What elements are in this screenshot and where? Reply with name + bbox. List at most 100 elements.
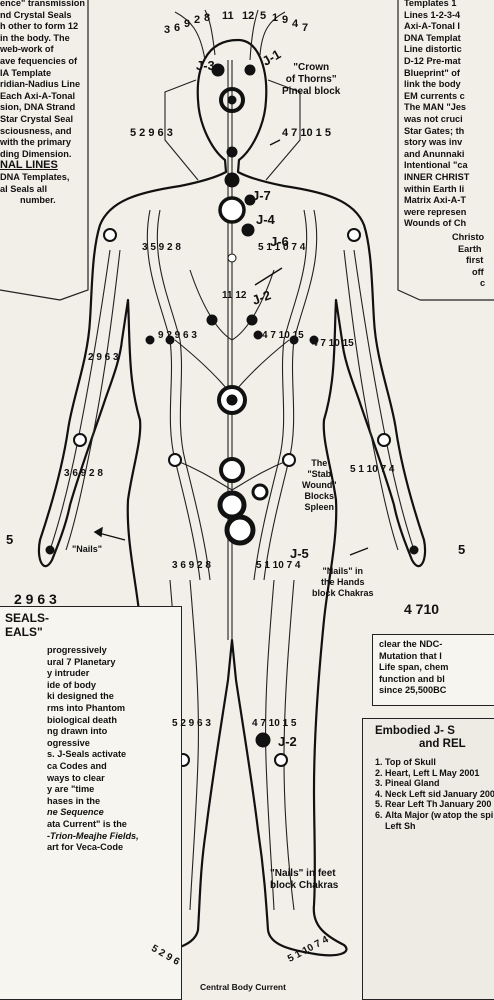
left-top-heading: NAL LINES [0,160,85,172]
right-top-line: Axi-A-Tonal I [404,21,469,33]
left-box-title-line: SEALS- [5,611,139,625]
top-number: 2 [194,14,200,26]
right-top-line: were represen [404,207,469,219]
hand-left-number-a: 5 [6,534,13,545]
left-top-line: al Seals all [0,184,85,196]
right-top-line: D-12 Pre-mat [404,56,469,68]
arm-right-numbers: 4 7 10 15 [312,338,354,349]
right-mid-line: Life span, chem [379,662,448,674]
left-box-line: ng drawn into [5,726,139,738]
left-top-line: h other to form 12 [0,21,85,33]
right-tail-line: first [440,255,485,267]
right-mid-line: function and bl [379,674,448,686]
hand-right-number-a: 5 [458,544,465,555]
top-number: 6 [174,22,180,34]
left-top-line: IA Template [0,68,85,80]
right-list-item: Alta Major (w atop the spi and Left Sh [385,810,494,831]
j5-label: J-5 [290,548,309,559]
right-mid-box: clear the NDC- Mutation that l Life span… [372,634,494,706]
left-box-line: ata Current" is the [5,819,139,831]
stab-wound-label: The "Stab Wound" Blocks Spleen [302,458,337,513]
left-lower-box: SEALS- EALS" progressively ural 7 Planet… [0,606,182,1000]
top-number-row: 3 6 9 2 8 11 12 5 1 9 4 7 [164,8,314,38]
right-mid-line: since 25,500BC [379,685,448,697]
right-tail-text: Christo Earth first off c [440,232,485,290]
right-list-title-line: Embodied J- S [375,725,466,738]
left-top-line: ridian-Nadius Line [0,79,85,91]
top-number: 1 [272,12,278,24]
left-box-line: y are "time [5,784,139,796]
right-top-line: Matrix Axi-A-T [404,195,469,207]
right-top-line: and Anunnaki [404,149,469,161]
j4-label: J-4 [256,214,275,225]
right-top-line: INNER CHRIST [404,172,469,184]
right-mid-line: Mutation that l [379,651,448,663]
right-list-item: Heart, Left L May 2001 [385,768,494,779]
left-box-line: y intruder [5,668,139,680]
arm-left-numbers: 2 9 6 3 [88,352,119,363]
crown-of-thorns-label: "Crown of Thorns" Pineal block [282,62,340,98]
right-list-title-line: and REL [375,738,466,751]
chest-left-numbers: 9 2 9 6 3 [158,330,197,341]
right-tail-line: c [440,278,485,290]
j2-lower-label: J-2 [278,736,297,747]
right-list-item: Neck Left sid January 200 [385,789,494,800]
right-mid-line: clear the NDC- [379,639,448,651]
knee-right-numbers: 4 7 10 1 5 [252,718,296,729]
nails-left-label: "Nails" [72,544,102,554]
left-top-line: ave fequencies of [0,56,85,68]
top-number: 12 [242,10,254,22]
left-box-line: ways to clear [5,773,139,785]
j7-label: J-7 [252,190,271,201]
right-list-item: Pineal Gland [385,778,494,789]
right-list: Top of Skull Heart, Left L May 2001 Pine… [367,757,494,831]
right-top-line: Wounds of Ch [404,218,469,230]
top-number: 5 [260,10,266,22]
left-box-line: ne Sequence [5,807,139,819]
forearm-right-numbers: 5 1 10 7 4 [350,464,394,475]
left-top-line: nd Crystal Seals [0,10,85,22]
j3-label: J-3 [196,60,215,71]
left-top-line: web-work of [0,44,85,56]
left-top-line: DNA Templates, [0,172,85,184]
right-top-line: Templates 1 [404,0,469,10]
chest-right-numbers: 4 7 10 15 [262,330,304,341]
left-top-line: in the body. The [0,33,85,45]
right-list-item: Top of Skull [385,757,494,768]
right-top-line: Blueprint" of [404,68,469,80]
hand-left-number-b: 2 9 6 3 [14,594,57,605]
right-top-line: was not cruci [404,114,469,126]
left-box-line: ca Codes and [5,761,139,773]
left-box-title-line: EALS" [5,625,139,639]
top-number: 8 [204,12,210,24]
left-top-line: sion, DNA Strand [0,102,85,114]
knee-left-numbers: 5 2 9 6 3 [172,718,211,729]
left-top-line: sciousness, and [0,126,85,138]
left-top-line: number. [0,195,85,207]
left-box-line: art for Veca-Code [5,842,139,854]
left-box-line: ural 7 Planetary [5,657,139,669]
right-top-text: Templates 1 Lines 1-2-3-4 Axi-A-Tonal I … [404,0,469,230]
nails-feet-label: "Nails" in feet block Chakras [270,868,338,892]
right-top-line: Line distortic [404,44,469,56]
top-number: 7 [302,22,308,34]
left-top-line: with the primary [0,137,85,149]
right-top-line: Star Gates; th [404,126,469,138]
left-box-line: ogressive [5,738,139,750]
right-top-line: story was inv [404,137,469,149]
left-box-line: biological death [5,715,139,727]
top-number: 4 [292,18,298,30]
belly-left-numbers: 3 6 9 2 8 [172,560,211,571]
left-box-line: s. J-Seals activate [5,749,139,761]
left-box-line: ki designed the [5,691,139,703]
forearm-left-numbers: 3 6 9 2 8 [64,468,103,479]
top-number: 9 [282,14,288,26]
shoulder-left-numbers: 3 5 9 2 8 [142,242,181,253]
left-box-line: hases in the [5,796,139,808]
right-top-line: Intentional "ca [404,160,469,172]
right-top-line: link the body [404,79,469,91]
nails-hands-label: "Nails" in the Hands block Chakras [312,566,374,599]
right-tail-line: Earth [440,244,485,256]
head-right-numbers: 4 7 10 1 5 [282,128,331,139]
right-top-line: EM currents c [404,91,469,103]
